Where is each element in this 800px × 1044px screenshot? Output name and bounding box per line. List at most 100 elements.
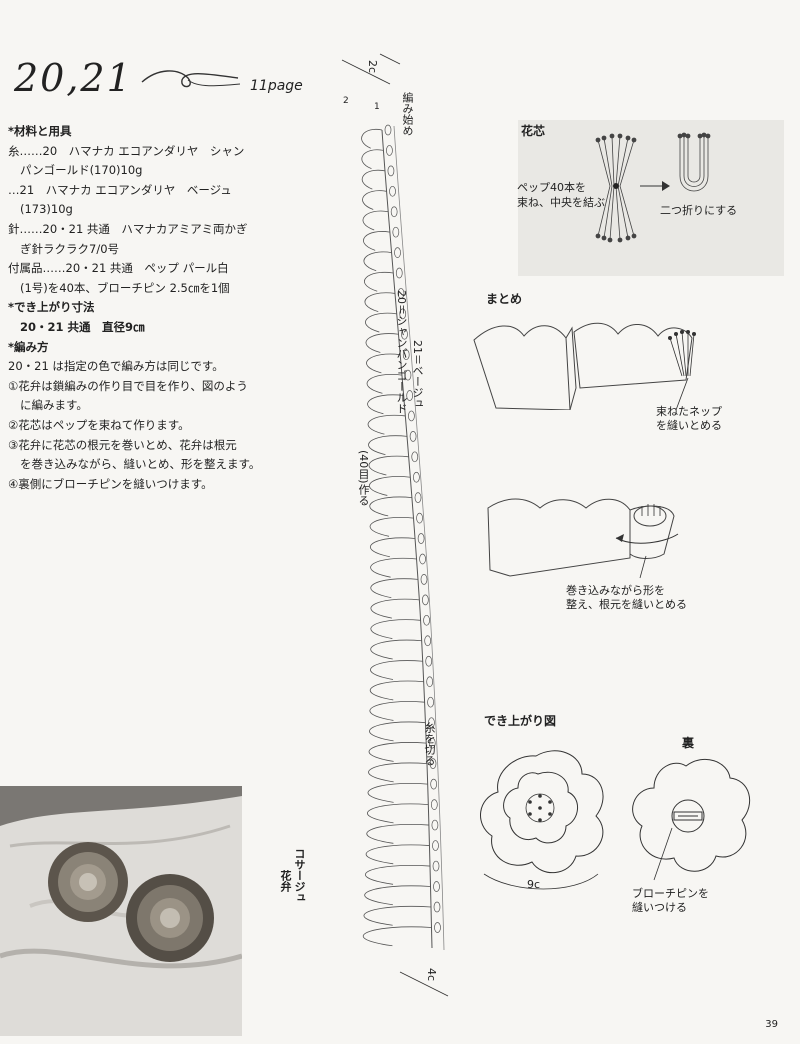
petal-stitch (368, 436, 407, 455)
petal-stitch (363, 211, 388, 230)
petal-stitch (362, 129, 382, 148)
part-label: コサージュ (292, 848, 306, 903)
assembly-heading: まとめ (486, 292, 522, 307)
chain-stitch (393, 227, 399, 237)
chain-stitch (415, 493, 421, 503)
method-line: ③花弁に花芯の根元を巻いとめ、花弁は根元 (8, 436, 278, 456)
method-line: を巻き込みながら、縫いとめ、形を整えます。 (8, 455, 278, 475)
chain-stitch (386, 145, 392, 155)
chain-stitch (427, 677, 433, 687)
chain-stitch (434, 923, 440, 933)
chain-stitch (396, 268, 402, 278)
material-line: 付属品……20・21 共通 ペップ パール白 (8, 259, 278, 279)
material-line: 針……20・21 共通 ハマナカアミアミ両かぎ (8, 220, 278, 240)
pin-note-b: 縫いつける (632, 900, 687, 915)
chain-stitch (424, 615, 430, 625)
petal-stitch (371, 579, 418, 598)
assembly-diagram-1 (470, 318, 710, 410)
assembly-note1a: 束ねたネップ (656, 404, 722, 419)
material-line: …21 ハマナカ エコアンダリヤ ベージュ (8, 181, 278, 201)
chain-stitch (426, 656, 432, 666)
petal-stitch (370, 517, 414, 536)
petal-stitch (370, 497, 412, 516)
finished-heading: でき上がり図 (484, 714, 556, 729)
petal-stitch (369, 456, 409, 475)
page-title: 20,21 (14, 56, 133, 100)
size-line: 20・21 共通 直径9㎝ (8, 318, 278, 338)
petal-stitch (368, 783, 428, 802)
petal-stitch (365, 313, 396, 332)
cut-yarn-label: 糸を切る (422, 722, 436, 766)
petal-stitch (370, 538, 415, 557)
material-line: 糸……20 ハマナカ エコアンダリヤ シャン (8, 142, 278, 162)
chain-stitch (418, 534, 424, 544)
pin-note-a: ブローチピンを (632, 886, 709, 901)
chain-stitch (388, 166, 394, 176)
start-label: 編み始め (400, 92, 414, 136)
petal-stitch (367, 804, 428, 823)
chain-stitch (431, 800, 437, 810)
top-dimension: 2c (365, 60, 379, 73)
petal-stitch (371, 599, 419, 618)
core-step2: 二つ折りにする (660, 203, 737, 218)
core-heading: 花芯 (521, 124, 545, 139)
method-heading: *編み方 (8, 338, 278, 358)
method-line: ①花弁は鎖編みの作り目で目を作り、図のよう (8, 377, 278, 397)
petal-stitch (369, 742, 426, 761)
chain-stitch (431, 779, 437, 789)
assembly-note2a: 巻き込みながら形を (566, 583, 665, 598)
part-sublabel: 花弁 (278, 870, 292, 892)
petal-stitch (363, 927, 431, 946)
chain-stitch (428, 697, 434, 707)
core-step1b: 束ね、中央を結ぶ (517, 195, 605, 210)
petal-stitch (369, 722, 425, 741)
corsage-2 (126, 874, 214, 962)
chain-stitch (408, 411, 414, 421)
material-line: (1号)を40本、ブローチピン 2.5㎝を1個 (8, 279, 278, 299)
chain-stitch (413, 472, 419, 482)
chain-stitch (417, 513, 423, 523)
material-line: ぎ針ラクラク7/0号 (8, 240, 278, 260)
petal-stitch (365, 865, 430, 884)
chain-stitch (432, 820, 438, 830)
petal-stitch (364, 272, 393, 291)
method-line: ④裏側にブローチピンを縫いつけます。 (8, 475, 278, 495)
chain-note: (40目)作る (356, 450, 370, 506)
petal-stitch (365, 886, 431, 905)
page-number: 39 (765, 1019, 778, 1030)
petal-stitch (367, 824, 429, 843)
method-line: ②花芯はペップを束ねて作ります。 (8, 416, 278, 436)
product-photo (0, 786, 242, 1036)
core-diagram (590, 126, 730, 250)
petal-stitch (365, 293, 395, 312)
chain-stitch (412, 452, 418, 462)
chain-stitch (434, 902, 440, 912)
petal-stitch (363, 231, 389, 250)
size-heading: *でき上がり寸法 (8, 298, 278, 318)
chain-stitch (390, 186, 396, 196)
color-note-20: 20＝シャンパンゴールド (394, 290, 408, 414)
petal-stitch (364, 906, 431, 925)
chain-stitch (410, 431, 416, 441)
petal-stitch (371, 558, 417, 577)
petal-stitch (363, 191, 387, 210)
diameter-label: 9c (527, 877, 540, 892)
petal-stitch (370, 681, 423, 700)
chain-stitch (391, 207, 397, 217)
chain-stitch (420, 554, 426, 564)
petal-stitch (366, 845, 429, 864)
petal-stitch (362, 170, 385, 189)
materials-heading: *材料と用具 (8, 122, 278, 142)
chain-stitch (433, 861, 439, 871)
material-line: パンゴールド(170)10g (8, 161, 278, 181)
petal-stitch (368, 415, 405, 434)
chain-stitch (422, 595, 428, 605)
petal-stitch (371, 640, 422, 659)
petal-stitch (371, 620, 421, 639)
assembly-diagram-2 (486, 494, 696, 584)
color-note-21: 21＝ベージュ (410, 340, 424, 409)
bottom-dimension: 4c (424, 968, 438, 981)
petal-stitch (370, 661, 422, 680)
core-step1: ペップ40本を (517, 180, 586, 195)
method-line: 20・21 は指定の色で編み方は同じです。 (8, 357, 278, 377)
